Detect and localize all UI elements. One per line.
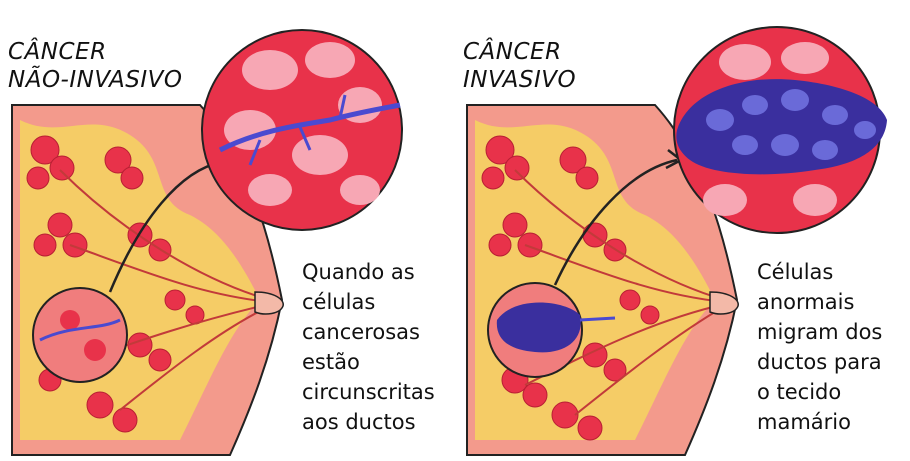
caption-line: migram dos [757, 317, 882, 347]
panel-invasive: CÂNCER INVASIVO Células anormais migram … [455, 0, 910, 461]
panel-title-line-2: NÃO-INVASIVO [8, 67, 182, 93]
caption-line: circunscritas [302, 377, 435, 407]
caption-line: o tecido [757, 377, 882, 407]
highlight-circle-small [33, 288, 127, 382]
panel-title-line-1: CÂNCER [463, 39, 562, 65]
caption-line: ductos para [757, 347, 882, 377]
panel-caption: Células anormais migram dos ductos para … [757, 257, 882, 437]
panel-non-invasive: CÂNCER NÃO-INVASIVO Quando as células ca… [0, 0, 455, 461]
panel-title: CÂNCER INVASIVO [463, 38, 576, 94]
caption-line: Quando as [302, 257, 435, 287]
panel-title-line-2: INVASIVO [463, 67, 576, 93]
magnified-tumor-view [674, 27, 887, 233]
caption-line: mamário [757, 407, 882, 437]
panel-title: CÂNCER NÃO-INVASIVO [8, 38, 182, 94]
magnified-duct-view [202, 30, 402, 230]
caption-line: aos ductos [302, 407, 435, 437]
caption-line: Células [757, 257, 882, 287]
panel-caption: Quando as células cancerosas estão circu… [302, 257, 435, 437]
caption-line: cancerosas [302, 317, 435, 347]
caption-line: anormais [757, 287, 882, 317]
panel-title-line-1: CÂNCER [8, 39, 107, 65]
caption-line: estão [302, 347, 435, 377]
caption-line: células [302, 287, 435, 317]
